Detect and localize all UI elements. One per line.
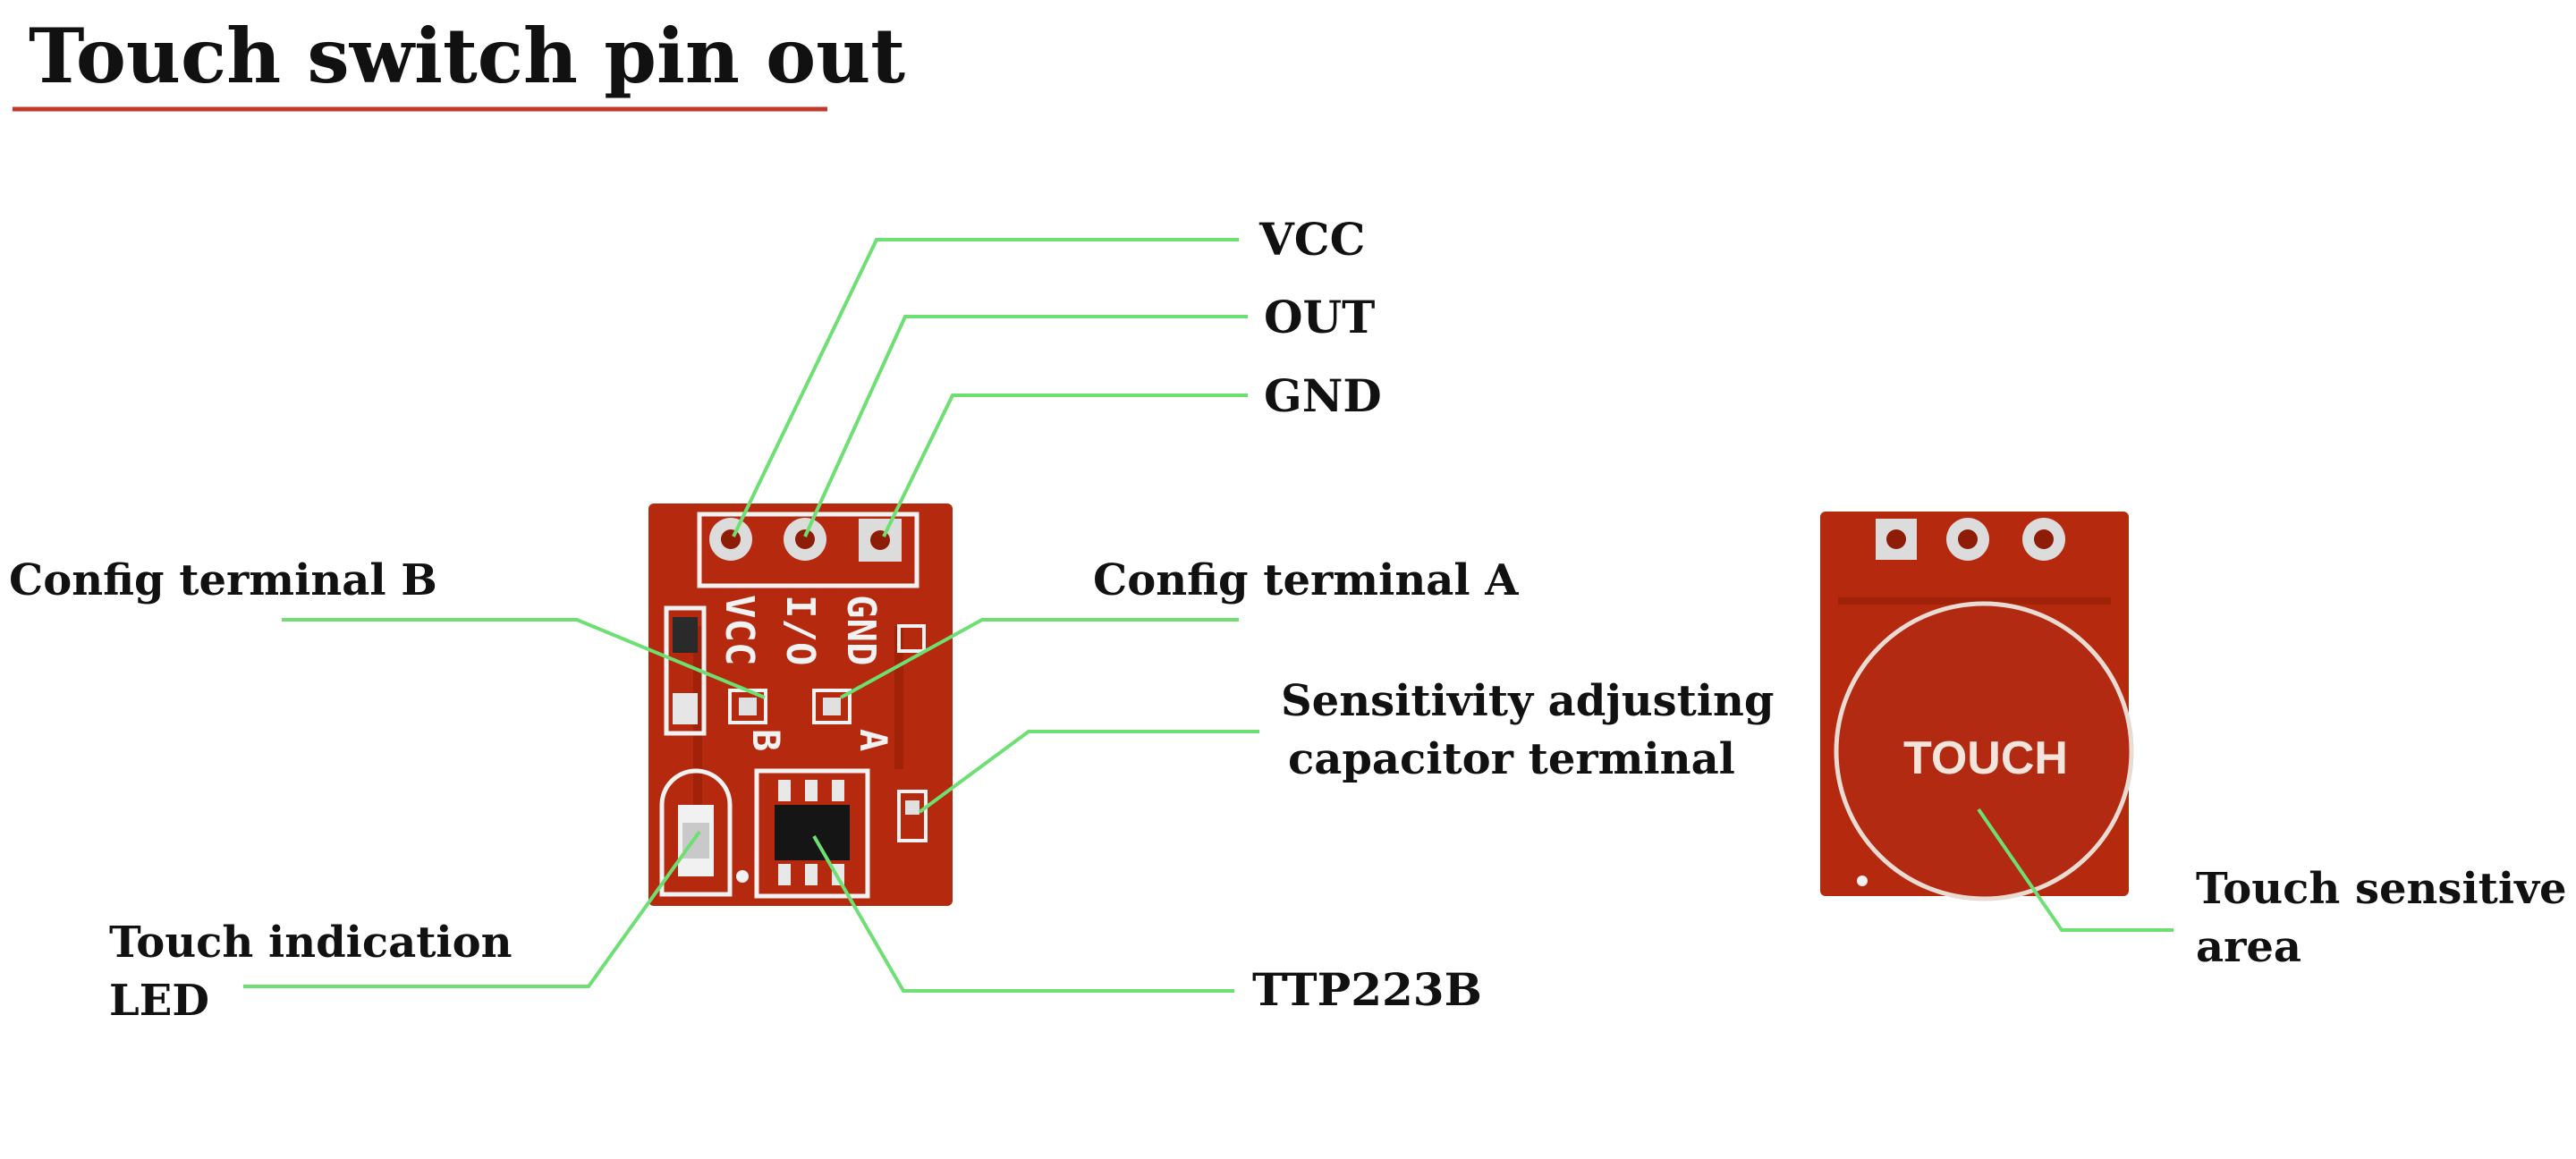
label-gnd: GND	[1264, 369, 1382, 422]
pin-out	[784, 518, 826, 561]
silk-gnd-label: GND	[838, 595, 884, 665]
leader-out	[803, 315, 1248, 537]
label-sensitivity-line1: Sensitivity adjusting	[1281, 676, 1774, 726]
back-pin-1	[1876, 519, 1917, 560]
diagram-title: Touch switch pin out	[29, 12, 905, 100]
touch-pad-circle	[1834, 601, 2134, 901]
config-pad-a	[812, 689, 852, 724]
leader-ttp	[812, 834, 1234, 993]
pin-gnd	[859, 519, 902, 562]
front-board-pcb	[648, 503, 953, 906]
label-ttp223b: TTP223B	[1252, 963, 1482, 1016]
back-pin-2	[1946, 518, 1989, 561]
label-vcc: VCC	[1258, 213, 1365, 266]
label-out: OUT	[1264, 291, 1375, 343]
front-small-pad	[897, 624, 926, 653]
label-led-line1: Touch indication	[109, 918, 513, 968]
label-config-b: Config terminal B	[9, 555, 437, 605]
touch-pad-text: TOUCH	[1903, 732, 2068, 784]
header-outline	[697, 512, 919, 588]
label-config-a: Config terminal A	[1093, 555, 1519, 605]
leader-lines	[243, 238, 2174, 993]
leader-config-a	[840, 618, 1239, 699]
pin-vcc	[709, 518, 752, 561]
leader-sensitivity	[918, 730, 1259, 814]
label-touch-area-line1: Touch sensitive	[2196, 864, 2567, 914]
label-sensitivity-line2: capacitor terminal	[1288, 734, 1735, 784]
leader-gnd	[882, 393, 1248, 537]
leader-vcc	[732, 238, 1239, 537]
label-led-line2: LED	[109, 976, 209, 1026]
sensitivity-capacitor-pad	[897, 790, 928, 842]
silk-io-label: I/O	[777, 595, 823, 665]
back-pin-3	[2022, 518, 2065, 561]
ttp223b-chip	[736, 768, 870, 899]
led-component	[659, 768, 733, 897]
silk-a-label: A	[852, 729, 895, 751]
leader-led	[243, 830, 701, 988]
label-touch-area-line2: area	[2196, 922, 2301, 972]
leader-config-b	[282, 618, 766, 699]
silk-b-label: B	[744, 729, 788, 751]
leader-touch-area	[1977, 808, 2174, 932]
silk-vcc-label: VCC	[716, 595, 762, 665]
back-board: TOUCH	[1820, 512, 2134, 901]
front-board: GND I/O VCC B A	[648, 503, 953, 906]
